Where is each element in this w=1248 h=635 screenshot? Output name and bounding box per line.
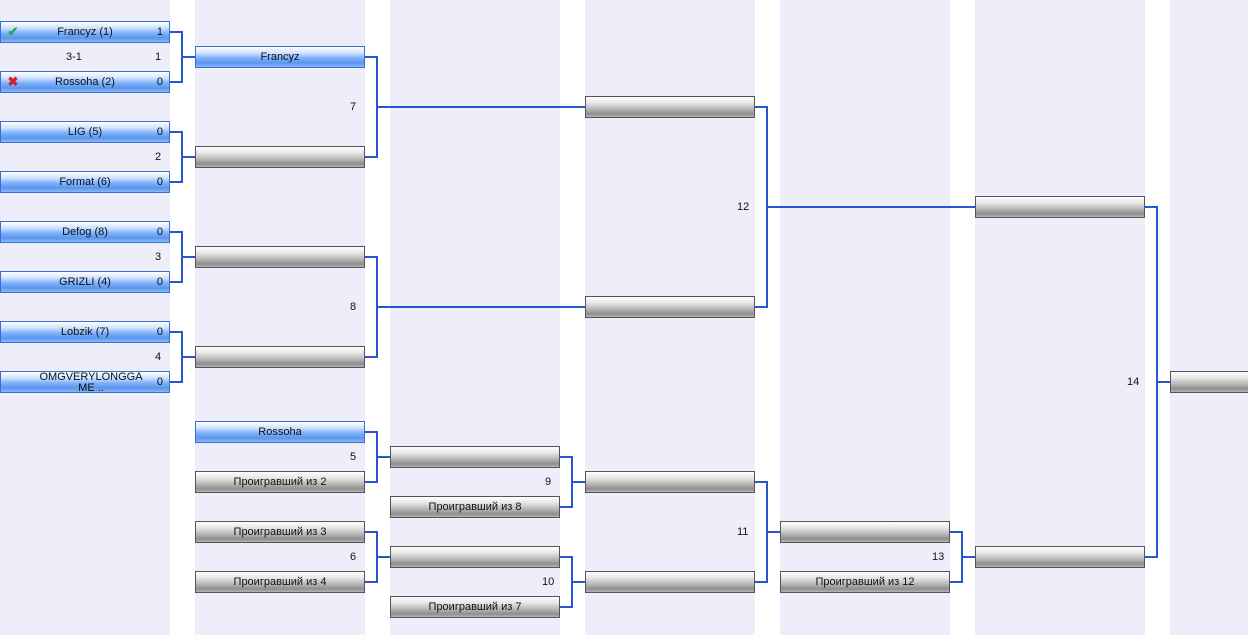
lower-match10-slot1[interactable] bbox=[390, 546, 560, 568]
match-5-number: 5 bbox=[350, 451, 357, 463]
match-7-number: 7 bbox=[350, 101, 357, 113]
round1-match3-team2[interactable]: GRIZLI (4) 0 bbox=[0, 271, 170, 293]
lower-final-slot[interactable] bbox=[975, 546, 1145, 568]
round1-match3-team1[interactable]: Defog (8) 0 bbox=[0, 221, 170, 243]
column-round-3 bbox=[390, 0, 560, 635]
lower-match5-slot2[interactable]: Проигравший из 2 bbox=[195, 471, 365, 493]
round1-match4-team1[interactable]: Lobzik (7) 0 bbox=[0, 321, 170, 343]
checkmark-icon: ✔ bbox=[7, 24, 19, 39]
lower-match11-slot1[interactable] bbox=[585, 471, 755, 493]
round2-slot-4[interactable] bbox=[195, 346, 365, 368]
match-13-number: 13 bbox=[932, 551, 945, 563]
round1-match1-result: 3-1 bbox=[66, 51, 82, 63]
round1-match2-team2[interactable]: Format (6) 0 bbox=[0, 171, 170, 193]
round1-match4-number: 4 bbox=[155, 351, 162, 363]
upper-semi-slot-2[interactable] bbox=[585, 296, 755, 318]
lower-match9-slot2[interactable]: Проигравший из 8 bbox=[390, 496, 560, 518]
upper-semi-slot-1[interactable] bbox=[585, 96, 755, 118]
round2-slot-3[interactable] bbox=[195, 246, 365, 268]
lower-match6-slot2[interactable]: Проигравший из 4 bbox=[195, 571, 365, 593]
match-9-number: 9 bbox=[545, 476, 552, 488]
lower-match13-slot2[interactable]: Проигравший из 12 bbox=[780, 571, 950, 593]
match-12-number: 12 bbox=[737, 201, 750, 213]
round2-slot-1[interactable]: Francyz bbox=[195, 46, 365, 68]
lower-match6-slot1[interactable]: Проигравший из 3 bbox=[195, 521, 365, 543]
round1-match2-team1[interactable]: LIG (5) 0 bbox=[0, 121, 170, 143]
match-8-number: 8 bbox=[350, 301, 357, 313]
match-10-number: 10 bbox=[542, 576, 555, 588]
round1-match1-number: 1 bbox=[155, 51, 162, 63]
upper-final-slot[interactable] bbox=[975, 196, 1145, 218]
round2-slot-2[interactable] bbox=[195, 146, 365, 168]
round1-match4-team2[interactable]: OMGVERYLONGGA ME .. 0 bbox=[0, 371, 170, 393]
round1-match2-number: 2 bbox=[155, 151, 162, 163]
lower-match13-slot1[interactable] bbox=[780, 521, 950, 543]
lower-match10-slot2[interactable]: Проигравший из 7 bbox=[390, 596, 560, 618]
lower-match11-slot2[interactable] bbox=[585, 571, 755, 593]
round1-match1-team1[interactable]: ✔ Francyz (1) 1 bbox=[0, 21, 170, 43]
column-round-7 bbox=[1170, 0, 1248, 635]
grand-final-slot[interactable] bbox=[1170, 371, 1248, 393]
cross-icon: ✖ bbox=[7, 74, 19, 89]
round1-match1-team2[interactable]: ✖ Rossoha (2) 0 bbox=[0, 71, 170, 93]
column-round-6 bbox=[975, 0, 1145, 635]
lower-match5-slot1[interactable]: Rossoha bbox=[195, 421, 365, 443]
column-round-1 bbox=[0, 0, 170, 635]
match-6-number: 6 bbox=[350, 551, 357, 563]
lower-match9-slot1[interactable] bbox=[390, 446, 560, 468]
match-14-number: 14 bbox=[1127, 376, 1140, 388]
match-11-number: 11 bbox=[737, 526, 749, 538]
round1-match3-number: 3 bbox=[155, 251, 162, 263]
